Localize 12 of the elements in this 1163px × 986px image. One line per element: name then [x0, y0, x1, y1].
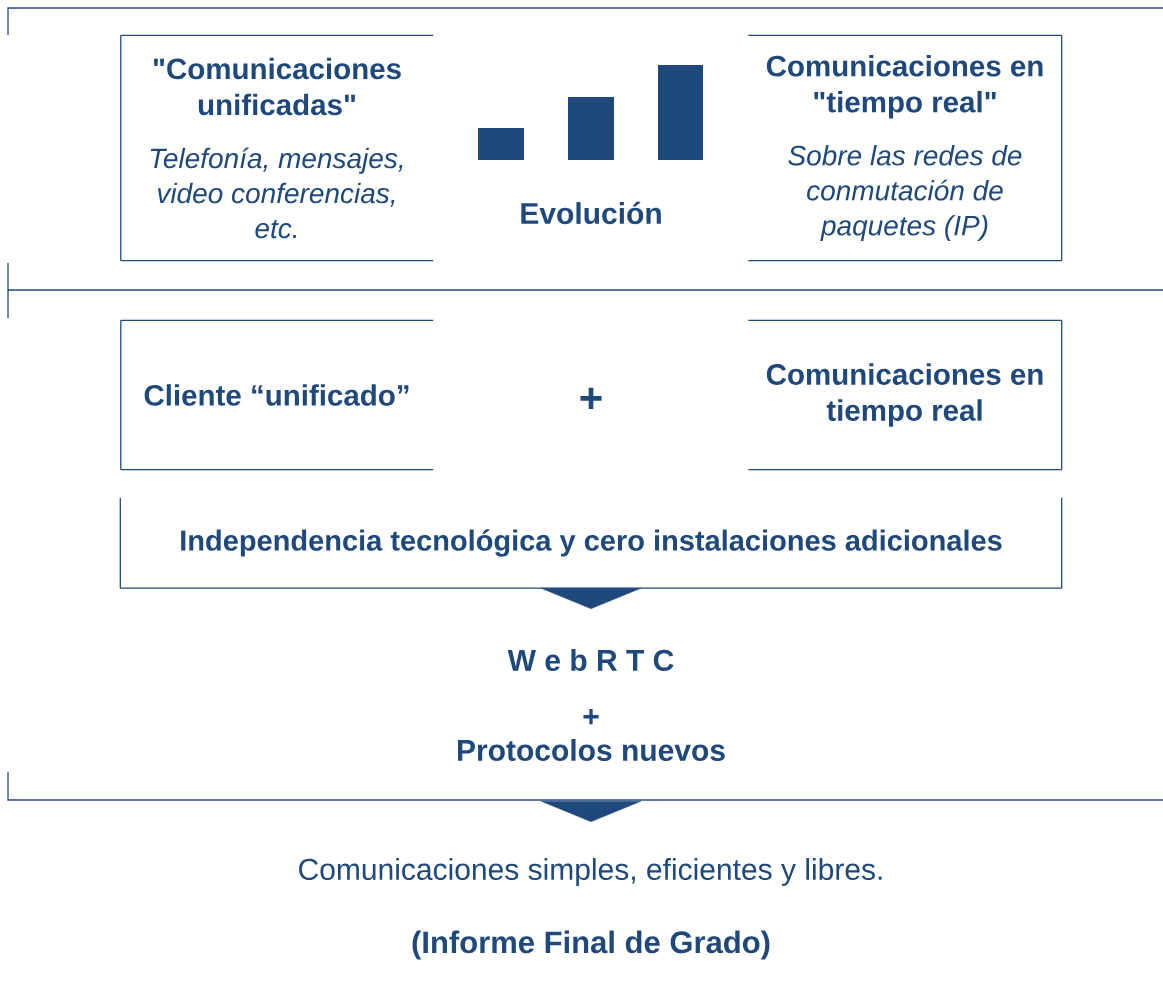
- text-box: Comunicaciones en "tiempo real" Sobre las redes de conmutación de paquetes (IP): [747, 34, 1063, 262]
- text-box: Comunicaciones en tiempo real: [747, 319, 1063, 471]
- chevron-arrow: [540, 588, 642, 609]
- text-box: Cliente “unificado”: [120, 319, 434, 471]
- text-box: "Comunicaciones unificadas" Telefonía, mensajes, video conferencias, etc.: [120, 34, 434, 262]
- chart-label: Evolución: [521, 201, 661, 225]
- text-box: Independencia tecnológica y cero instalaciones adicionales: [119, 497, 1063, 589]
- chevron-arrow: [540, 801, 642, 822]
- plus-sign: +: [580, 387, 602, 409]
- footnote-text: (Informe Final de Grado): [412, 930, 770, 960]
- caption-text: W e b R T C + Protocolos nuevos: [458, 649, 725, 761]
- caption-text: Comunicaciones simples, eficientes y libres.: [299, 858, 882, 886]
